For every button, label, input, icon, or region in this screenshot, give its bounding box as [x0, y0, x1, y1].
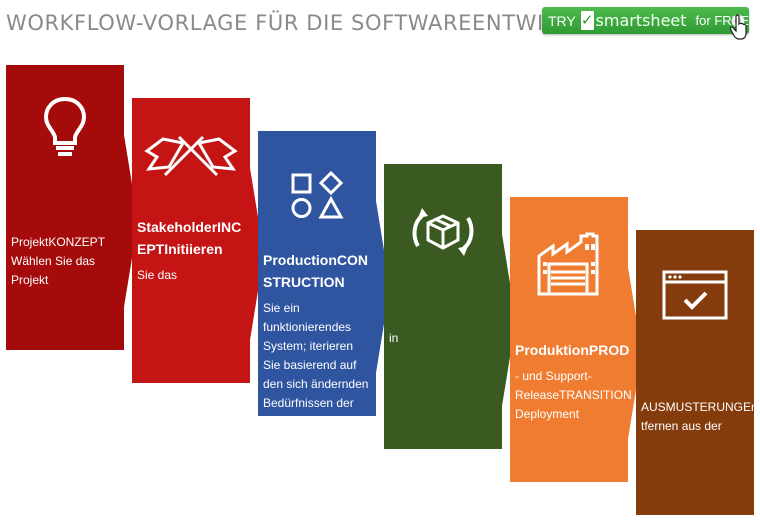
cta-brand-label: smartsheet	[595, 11, 687, 30]
hand-cursor-icon	[729, 14, 747, 40]
stage-card-4: in	[384, 164, 516, 449]
checkmark-icon: ✓	[580, 11, 594, 30]
stage-text: in	[389, 329, 497, 441]
box-cycle-icon	[384, 204, 502, 260]
lightbulb-icon	[6, 95, 124, 159]
stage-text: ProjektKONZEPT Wählen Sie das Projekt	[11, 233, 119, 342]
stage-description: Sie das	[137, 268, 178, 282]
stage-heading: ProductionCONSTRUCTION	[263, 252, 368, 290]
stage-text: ProductionCONSTRUCTION Sie ein funktionie…	[263, 249, 375, 408]
stage-description: Sie ein funktionierendes System; iterier…	[263, 301, 369, 408]
crossed-flags-icon	[132, 133, 250, 177]
browser-window-icon	[636, 270, 754, 320]
try-smartsheet-button[interactable]: TRY ✓ smartsheet for FREE	[542, 7, 749, 34]
stage-card-3: ProductionCONSTRUCTION Sie ein funktionie…	[258, 131, 390, 416]
stage-description: - und Support- ReleaseTRANSITION Deploym…	[515, 369, 632, 421]
stage-description: AUSMUSTERUNGEntfernen aus der	[641, 400, 758, 433]
page-title: WORKFLOW-VORLAGE FÜR DIE SOFTWAREENTWICK…	[6, 11, 634, 35]
stage-heading: ProduktionPROD	[515, 342, 630, 358]
cta-try-label: TRY	[548, 12, 576, 29]
stage-description: in	[389, 331, 399, 345]
stage-card-1: ProjektKONZEPT Wählen Sie das Projekt	[6, 65, 138, 350]
stage-description: ProjektKONZEPT Wählen Sie das Projekt	[11, 235, 106, 287]
stage-text: ProduktionPROD - und Support- ReleaseTRAN…	[515, 339, 633, 474]
factory-icon	[510, 232, 628, 296]
stage-card-6: AUSMUSTERUNGEntfernen aus der	[636, 230, 758, 515]
stage-text: AUSMUSTERUNGEntfernen aus der	[641, 398, 759, 507]
stage-heading: StakeholderINCEPTInitiieren	[137, 219, 242, 257]
shapes-icon	[258, 171, 376, 221]
stage-card-5: ProduktionPROD - und Support- ReleaseTRAN…	[510, 197, 642, 482]
